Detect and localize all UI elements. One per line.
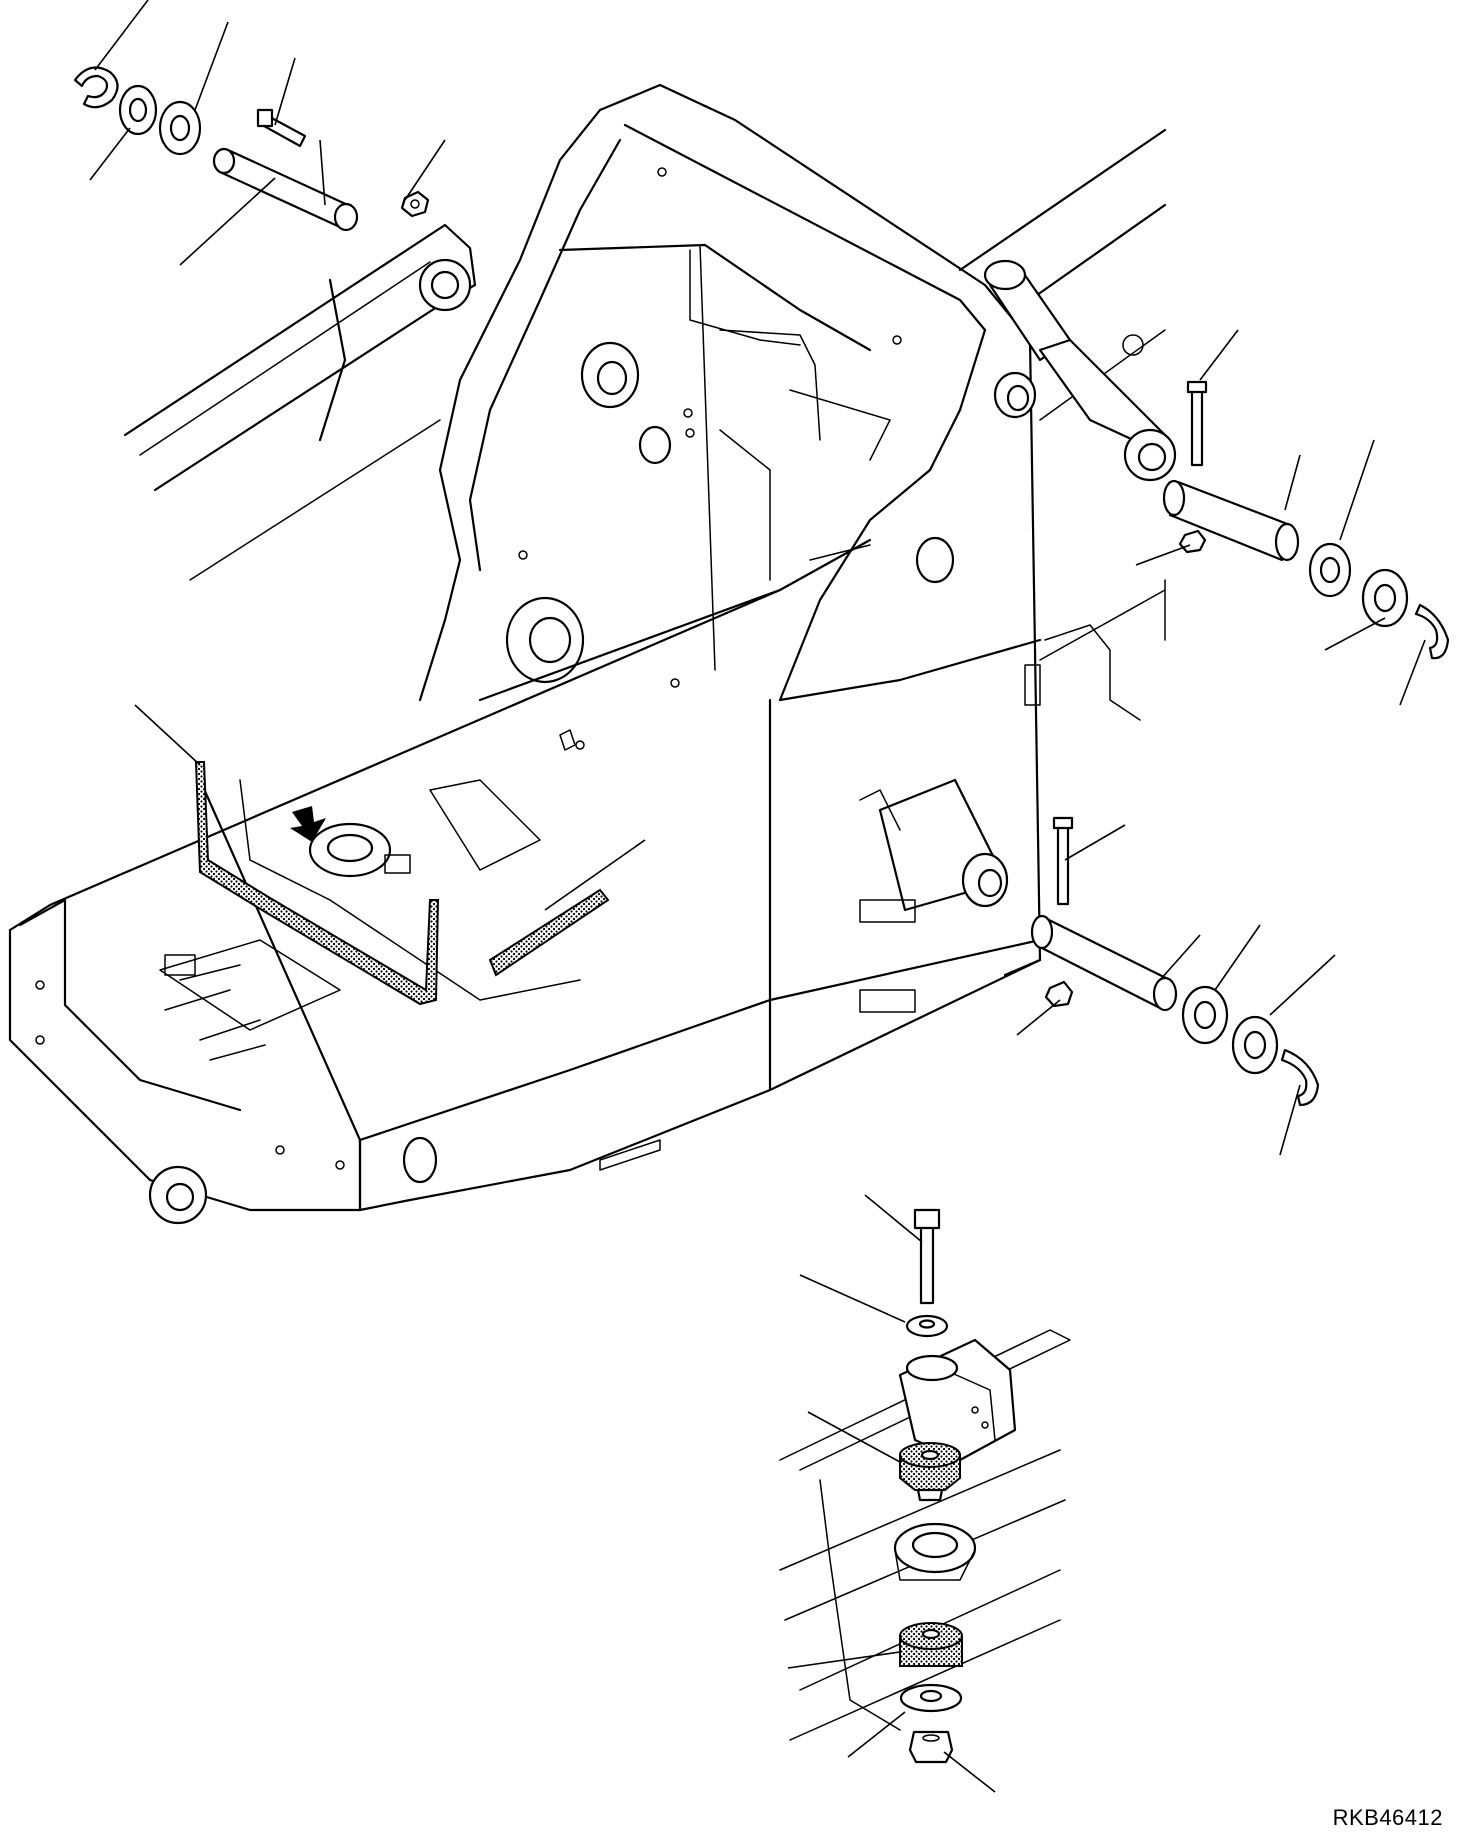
mount-detail-group [779,1208,1071,1764]
leader-lines [89,0,1426,1793]
main-frame [8,83,1177,1225]
right-upper-pin-group [1162,380,1450,660]
seal-strip-straight [488,888,610,977]
top-left-pin-group [73,66,430,232]
direction-arrow-icon [290,806,326,842]
seal-strip-u-shape [194,761,440,1006]
right-lower-pin-group [1030,816,1320,1107]
drawing-code-label: RKB46412 [1332,1805,1443,1830]
